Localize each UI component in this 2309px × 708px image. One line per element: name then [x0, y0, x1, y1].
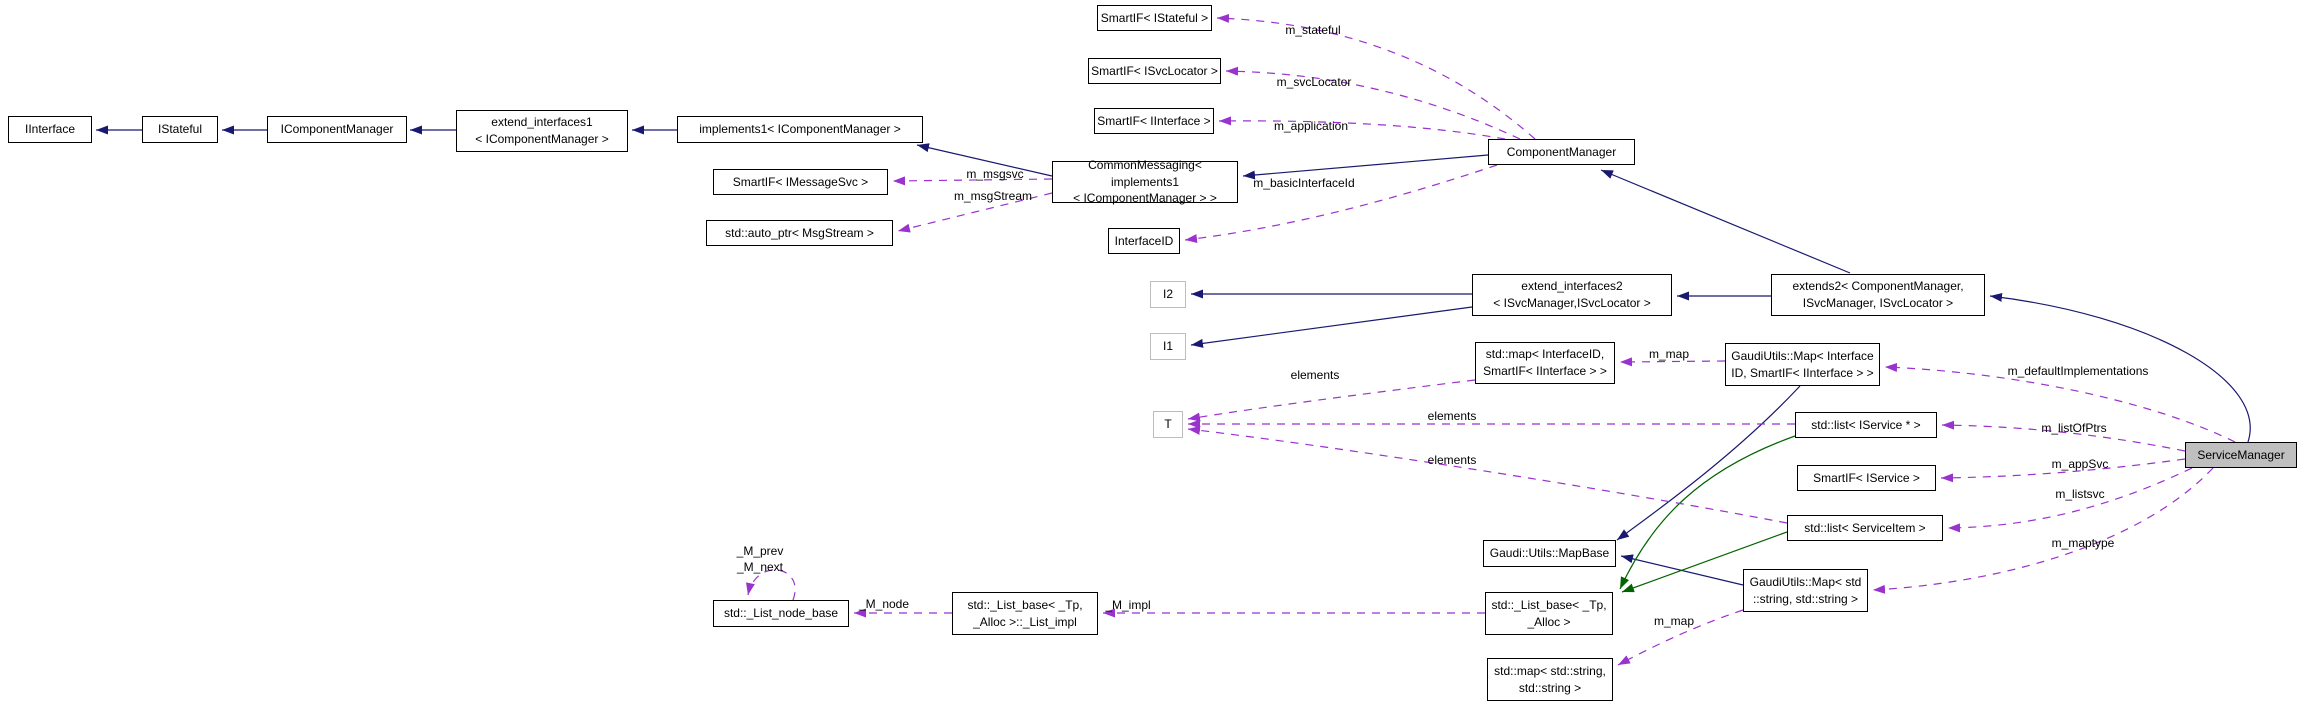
class-node-extends2[interactable]: extends2< ComponentManager, ISvcManager,… [1771, 274, 1985, 316]
edge-stdlist-iservice-to-listbase [1619, 435, 1796, 590]
edge-listnodebase-self-loop [746, 569, 796, 601]
edge-label-elements-map: elements [1290, 368, 1340, 382]
edge-label-elements-item: elements [1427, 453, 1477, 467]
class-node-gaudiutils-map-string[interactable]: GaudiUtils::Map< std ::string, std::stri… [1743, 569, 1868, 612]
template-param-node-t: T [1153, 411, 1183, 438]
edge-label-m-map-top: m_map [1648, 347, 1690, 361]
class-node-smartif-imessagesvc[interactable]: SmartIF< IMessageSvc > [713, 169, 888, 195]
edge-label-m-maptype: m_maptype [2051, 536, 2115, 550]
edge-label-m-basicinterfaceid: m_basicInterfaceId [1253, 176, 1355, 190]
class-node-std-list-iservice[interactable]: std::list< IService * > [1795, 412, 1937, 438]
edge-label-m-listsvc: m_listsvc [2055, 487, 2105, 501]
class-node-interfaceid[interactable]: InterfaceID [1108, 228, 1180, 254]
class-node-extend-interfaces2[interactable]: extend_interfaces2 < ISvcManager,ISvcLoc… [1472, 274, 1672, 316]
template-param-node-i1: I1 [1150, 333, 1186, 360]
class-node-extend-interfaces1[interactable]: extend_interfaces1 < IComponentManager > [456, 110, 628, 152]
edge-servicemanager-to-gaudimap-iid [1884, 362, 2236, 443]
edge-servicemanager-to-stdlist-iservice [1941, 420, 2186, 452]
edge-servicemanager-to-extends2 [1989, 292, 2251, 443]
edge-label-elements-list: elements [1427, 409, 1477, 423]
edge-label-m-node: _M_node [858, 597, 910, 611]
edge-servicemanager-to-smartif-iservice [1940, 458, 2186, 483]
edge-commonmessaging-to-autoptr [897, 192, 1053, 233]
edge-stdlist-serviceitem-to-t [1187, 425, 1788, 524]
edge-stdlist-serviceitem-to-listbase [1621, 531, 1788, 593]
edge-gaudimap-iid-to-stdmap-iid [1619, 357, 1726, 367]
class-node-std-list-serviceitem[interactable]: std::list< ServiceItem > [1787, 515, 1943, 541]
class-node-std-map-string[interactable]: std::map< std::string, std::string > [1487, 658, 1613, 701]
class-node-smartif-istateful[interactable]: SmartIF< IStateful > [1097, 5, 1212, 31]
edge-componentmanager-to-commonmessaging [1242, 154, 1489, 180]
class-node-std-list-impl[interactable]: std::_List_base< _Tp, _Alloc >::_List_im… [952, 592, 1098, 635]
class-node-smartif-isvclocator[interactable]: SmartIF< ISvcLocator > [1088, 58, 1221, 84]
edge-extends2-to-componentmanager [1600, 169, 1851, 274]
edge-componentmanager-to-smartif-isvclocator [1225, 66, 1521, 140]
edge-stdmap-iid-to-t [1187, 379, 1476, 422]
class-node-servicemanager-current: ServiceManager [2185, 442, 2297, 468]
edge-servicemanager-to-gaudimap-string [1872, 467, 2214, 594]
template-param-node-i2: I2 [1150, 281, 1186, 308]
edge-commonmessaging-to-implements1 [916, 143, 1053, 177]
edge-componentmanager-to-smartif-iinterface [1218, 116, 1506, 140]
edge-label-m-next: _M_next [736, 560, 784, 574]
class-node-smartif-iservice[interactable]: SmartIF< IService > [1797, 465, 1936, 491]
class-node-icomponentmanager[interactable]: IComponentManager [267, 116, 407, 143]
class-node-implements1[interactable]: implements1< IComponentManager > [677, 116, 923, 143]
edge-componentmanager-to-smartif-istateful [1216, 13, 1536, 140]
class-node-gaudi-utils-mapbase[interactable]: Gaudi::Utils::MapBase [1483, 540, 1616, 567]
edge-extendinterfaces2-to-i1 [1190, 306, 1473, 348]
class-node-std-list-node-base[interactable]: std::_List_node_base [713, 600, 849, 627]
edge-label-m-impl: _M_impl [1105, 598, 1151, 612]
class-node-smartif-iinterface[interactable]: SmartIF< IInterface > [1094, 108, 1214, 134]
edge-gaudimap-string-to-stdmap-string [1617, 609, 1744, 666]
edge-label-m-svclocator: m_svcLocator [1276, 75, 1352, 89]
edge-label-m-stateful: m_stateful [1285, 23, 1341, 37]
edge-label-m-msgsvc: m_msgsvc [966, 167, 1024, 181]
edge-label-m-map-bottom: m_map [1653, 614, 1695, 628]
class-node-iinterface[interactable]: IInterface [8, 116, 92, 143]
edge-componentmanager-to-interfaceid [1184, 164, 1498, 244]
class-node-std-map-interfaceid[interactable]: std::map< InterfaceID, SmartIF< IInterfa… [1475, 342, 1615, 384]
edge-label-m-application: m_application [1273, 119, 1349, 133]
edge-label-m-appsvc: m_appSvc [2051, 457, 2109, 471]
edge-servicemanager-to-stdlist-serviceitem [1947, 467, 2193, 533]
edge-gaudimap-iid-to-mapbase [1616, 385, 1801, 541]
class-node-auto-ptr-msgstream[interactable]: std::auto_ptr< MsgStream > [706, 220, 893, 246]
edge-commonmessaging-to-smartif-imessagesvc [892, 176, 1053, 186]
edge-label-m-listofptrs: m_listOfPtrs [2041, 421, 2107, 435]
class-node-componentmanager[interactable]: ComponentManager [1488, 139, 1635, 165]
edge-label-m-prev: _M_prev [736, 544, 784, 558]
class-node-gaudiutils-map-interfaceid[interactable]: GaudiUtils::Map< Interface ID, SmartIF< … [1725, 343, 1880, 386]
edge-label-m-msgstream: m_msgStream [953, 189, 1033, 203]
edge-label-m-defaultimplementations: m_defaultImplementations [2007, 364, 2149, 378]
class-node-std-list-base[interactable]: std::_List_base< _Tp, _Alloc > [1485, 592, 1613, 635]
class-node-istateful[interactable]: IStateful [142, 116, 218, 143]
class-node-commonmessaging[interactable]: CommonMessaging< implements1 < IComponen… [1052, 158, 1238, 205]
